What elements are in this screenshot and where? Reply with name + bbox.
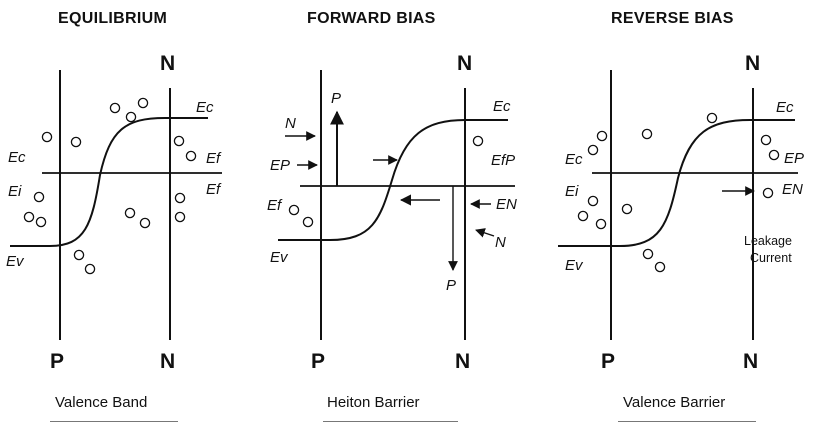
- panel-forward-bias: [278, 70, 515, 340]
- panel-equilibrium: [10, 70, 222, 340]
- carrier-circle: [577, 210, 589, 222]
- carrier-circle: [654, 261, 666, 273]
- label-ei: Ei: [565, 183, 579, 200]
- carrier-circle: [174, 192, 186, 204]
- carrier-circle: [73, 249, 85, 261]
- carrier-circle: [174, 211, 186, 223]
- label-n-top: N: [457, 52, 472, 75]
- band-curve: [10, 117, 208, 247]
- carrier-circle: [706, 112, 718, 124]
- carrier-circle: [760, 134, 772, 146]
- carrier-circle: [621, 203, 633, 215]
- label-ec-right: Ec: [776, 99, 794, 116]
- caption-valence-band: Valence Band: [55, 394, 148, 411]
- label-leakage: Leakage: [744, 234, 792, 248]
- caption-valence-barrier: Valence Barrier: [623, 394, 726, 411]
- label-ec: Ec: [493, 98, 511, 115]
- caption-underline: [323, 421, 458, 422]
- label-ec-left: Ec: [565, 151, 583, 168]
- label-ev: Ev: [565, 257, 584, 274]
- label-p-bottom: P: [50, 350, 64, 373]
- label-ep: EP: [270, 157, 290, 174]
- carrier-circle: [35, 216, 47, 228]
- label-current: Current: [750, 251, 792, 265]
- label-en: EN: [782, 181, 803, 198]
- carrier-circle: [70, 136, 82, 148]
- carrier-circle: [595, 218, 607, 230]
- caption-underline: [50, 421, 178, 422]
- panel-title-reverse-bias: REVERSE BIAS: [611, 10, 734, 27]
- carrier-circle: [33, 191, 45, 203]
- carrier-circle: [124, 207, 136, 219]
- carrier-circle: [302, 216, 314, 228]
- carrier-circles: [288, 135, 484, 228]
- carrier-circle: [84, 263, 96, 275]
- label-n-lower: N: [495, 234, 506, 251]
- carrier-circle: [587, 144, 599, 156]
- label-efp: EfP: [491, 152, 515, 169]
- label-ef-right-top: Ef: [206, 150, 222, 167]
- carrier-circle: [139, 217, 151, 229]
- label-n-bottom: N: [160, 350, 175, 373]
- carrier-circle: [596, 130, 608, 142]
- carrier-circle: [137, 97, 149, 109]
- carrier-circle: [768, 149, 780, 161]
- label-ev: Ev: [270, 249, 289, 266]
- carrier-circle: [472, 135, 484, 147]
- label-n-arrow: N: [285, 115, 296, 132]
- carrier-circle: [109, 102, 121, 114]
- band-curve: [278, 119, 508, 241]
- label-p-bottom: P: [601, 350, 615, 373]
- carrier-circle: [125, 111, 137, 123]
- carrier-circle: [288, 204, 300, 216]
- label-ev: Ev: [6, 253, 25, 270]
- carrier-circle: [173, 135, 185, 147]
- carrier-circle: [587, 195, 599, 207]
- panel-title-equilibrium: EQUILIBRIUM: [58, 10, 168, 27]
- label-n-top: N: [160, 52, 175, 75]
- label-ef: Ef: [267, 197, 283, 214]
- label-n-bottom: N: [455, 350, 470, 373]
- label-ec-right: Ec: [196, 99, 214, 116]
- label-ec-left: Ec: [8, 149, 26, 166]
- label-p-lower: P: [446, 277, 456, 294]
- carrier-circle: [642, 248, 654, 260]
- caption-heiton-barrier: Heiton Barrier: [327, 394, 420, 411]
- label-ep: EP: [784, 150, 804, 167]
- band-curve: [558, 119, 795, 247]
- carrier-circle: [641, 128, 653, 140]
- caption-underline: [618, 421, 756, 422]
- carrier-circles: [23, 97, 197, 275]
- label-en: EN: [496, 196, 517, 213]
- label-p-bottom: P: [311, 350, 325, 373]
- label-n-top: N: [745, 52, 760, 75]
- carrier-circle: [762, 187, 774, 199]
- label-p-top: P: [331, 90, 341, 107]
- panel-reverse-bias: [558, 70, 798, 340]
- label-ef-right: Ef: [206, 181, 222, 198]
- carrier-circle: [185, 150, 197, 162]
- label-ei: Ei: [8, 183, 22, 200]
- carrier-circles: [577, 112, 780, 273]
- arrow-n-lower: [475, 228, 495, 238]
- carrier-circle: [23, 211, 35, 223]
- panel-title-forward-bias: FORWARD BIAS: [307, 10, 436, 27]
- carrier-circle: [41, 131, 53, 143]
- label-n-bottom: N: [743, 350, 758, 373]
